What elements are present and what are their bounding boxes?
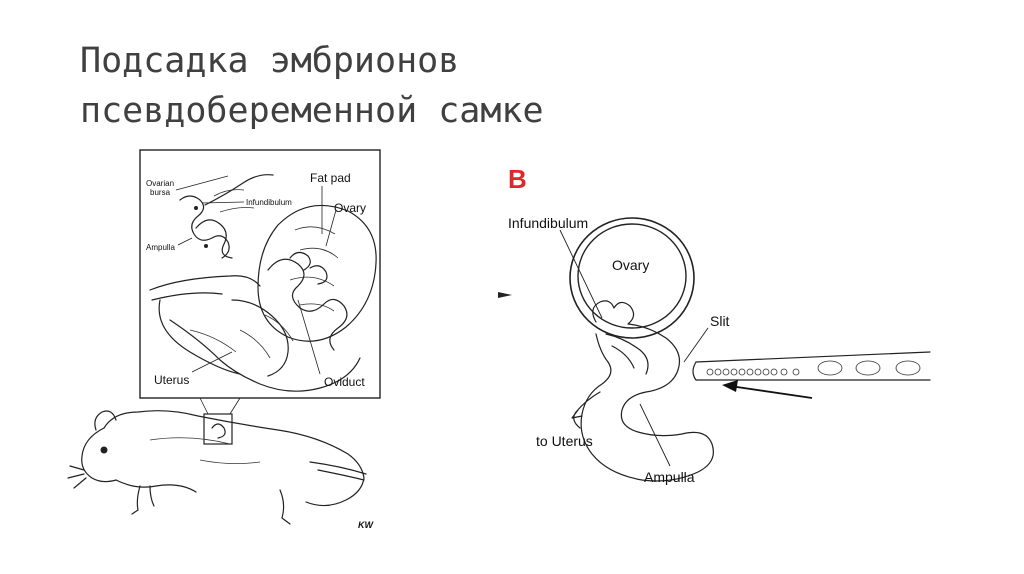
panel-letter-b: B	[508, 164, 527, 194]
oviduct-detail-drawing	[179, 174, 274, 259]
label-ovarian-bursa-line-2: bursa	[150, 188, 171, 197]
inset-connector-right	[229, 397, 241, 415]
label-uterus: Uterus	[154, 373, 189, 387]
slide-title-line-2: псевдобеременной самке	[80, 91, 544, 131]
insertion-arrowhead-icon	[722, 380, 738, 392]
label-ampulla-a: Ampulla	[146, 243, 175, 252]
label-fat-pad: Fat pad	[310, 171, 351, 185]
label-infundibulum-b: Infundibulum	[508, 215, 588, 231]
insertion-arrow-shaft	[729, 385, 813, 399]
body-wall-drawing	[149, 275, 361, 392]
label-ampulla-b: Ampulla	[644, 469, 695, 485]
figure-a-leader-lines	[175, 175, 337, 375]
oviduct-coil-drawing	[580, 300, 714, 482]
artist-signature: KW	[358, 520, 374, 530]
label-ovary-b: Ovary	[612, 257, 649, 273]
label-infundibulum-a: Infundibulum	[246, 198, 292, 207]
inset-frame	[139, 149, 381, 399]
ovary-inner-ring	[577, 223, 687, 329]
slide-title: Подсадка эмбрионов псевдобеременной самк…	[80, 36, 980, 136]
mouse-drawing	[67, 410, 367, 525]
label-ovary-a: Ovary	[334, 201, 366, 215]
left-pointer-arrowhead-icon	[498, 292, 512, 298]
to-uterus-tail	[571, 391, 601, 429]
transfer-pipette	[692, 351, 931, 381]
label-oviduct: Oviduct	[324, 375, 365, 389]
label-slit: Slit	[710, 313, 730, 329]
bursa-outer-ring	[569, 217, 695, 339]
label-ovarian-bursa-line-1: Ovarian	[146, 179, 174, 188]
slide-title-line-1: Подсадка эмбрионов	[80, 41, 460, 81]
mouse-incision-box	[203, 413, 233, 445]
oviduct-inner-lines	[605, 333, 649, 375]
mouse-eye-icon	[100, 446, 108, 454]
inset-connector-left	[199, 397, 209, 415]
figure-b: B	[498, 164, 931, 485]
ovary-fat-pad-drawing	[257, 204, 377, 351]
figure-b-leader-lines	[559, 229, 709, 467]
label-to-uterus: to Uterus	[536, 433, 593, 449]
figure-a: Ovarian bursa Infundibulum Ampulla Fat p…	[67, 149, 381, 530]
incision-detail	[211, 423, 226, 439]
